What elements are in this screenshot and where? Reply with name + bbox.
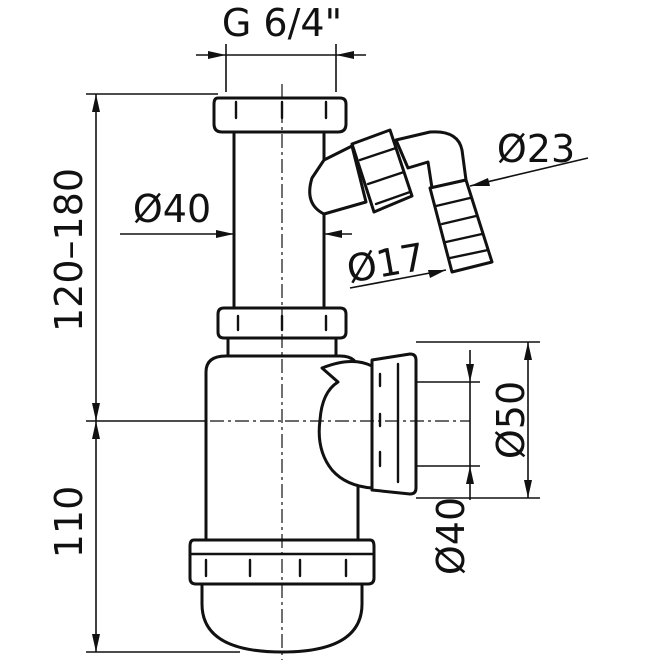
label-dia-hose: Ø23 (497, 127, 575, 171)
vertical-pipe (232, 128, 326, 312)
label-height-adjust: 120–180 (47, 168, 91, 332)
hose-tail (428, 178, 494, 274)
outlet-spigot (317, 360, 374, 490)
outlet-nut (370, 352, 418, 496)
nozzle-elbow (394, 130, 468, 190)
nozzle-nut (350, 128, 414, 214)
dim-outlet (416, 341, 540, 500)
side-nozzle (308, 128, 494, 274)
center-lines (210, 84, 470, 660)
nozzle-spigot (308, 144, 368, 216)
label-thread: G 6/4" (222, 1, 342, 45)
dim-thread-width (196, 44, 366, 92)
top-nut (212, 96, 348, 134)
dim-nozzle-diameter (349, 269, 447, 289)
label-height-lower: 110 (47, 486, 91, 559)
label-dia-pipe: Ø40 (133, 187, 211, 231)
label-dia-outlet-inner: Ø40 (429, 497, 473, 575)
dim-hose-diameter (469, 157, 589, 187)
dim-height-lines (86, 93, 240, 653)
label-dia-nozzle: Ø17 (343, 235, 428, 292)
label-dia-outlet-outer: Ø50 (489, 381, 533, 459)
